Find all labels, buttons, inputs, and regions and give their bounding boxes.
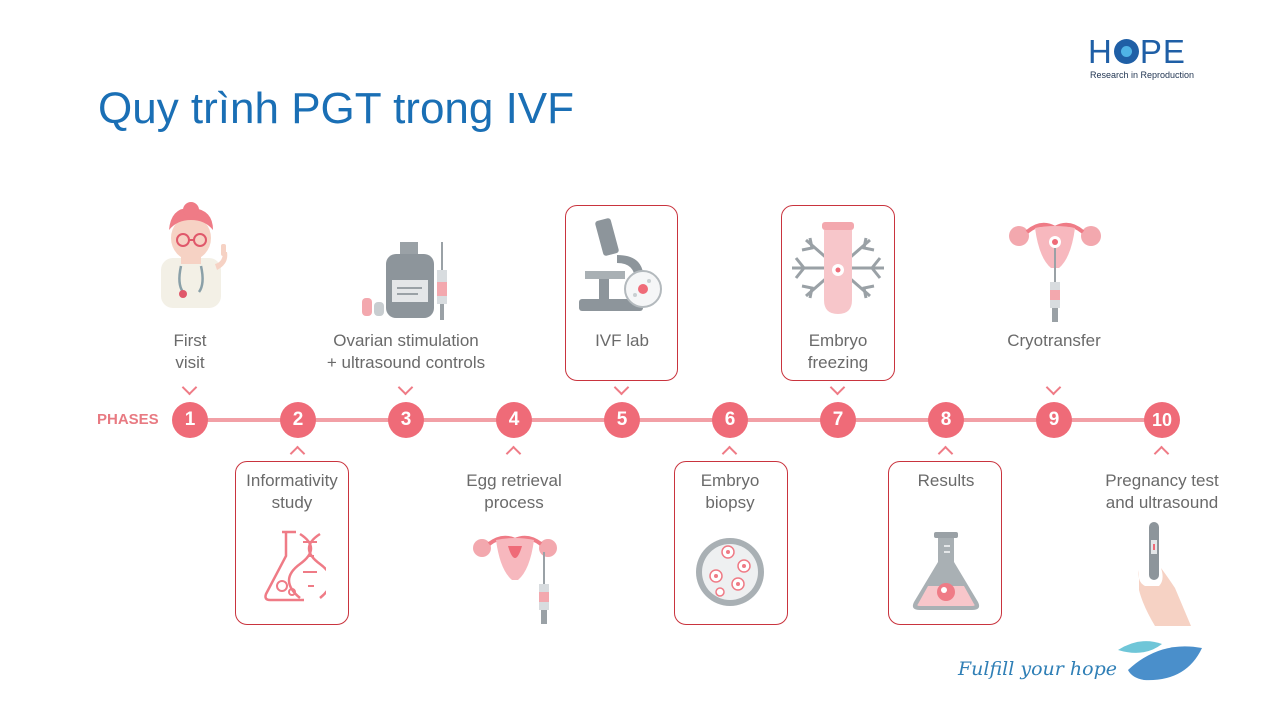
phases-label: PHASES — [97, 411, 159, 428]
snowflake-tube-icon — [792, 222, 884, 314]
phase-node-7: 7 — [820, 402, 856, 438]
uterus-syringe-icon — [473, 535, 557, 624]
microscope-icon — [579, 218, 662, 311]
phase-node-6: 6 — [712, 402, 748, 438]
uterus-catheter-icon — [1009, 222, 1101, 322]
tagline: Fulfill your hope — [958, 658, 1117, 680]
phase-box-5 — [565, 205, 678, 381]
phase-node-2: 2 — [280, 402, 316, 438]
phase-label-5: IVF lab — [595, 331, 649, 350]
phase-node-3: 3 — [388, 402, 424, 438]
caret-down-icon — [613, 379, 630, 396]
caret-up-icon — [289, 445, 306, 462]
leaf-logo-icon — [1118, 641, 1202, 681]
caret-up-icon — [937, 445, 954, 462]
phase-box-7 — [781, 205, 895, 381]
dna-flask-icon — [264, 530, 326, 602]
phase-box-6 — [674, 461, 788, 625]
page-title: Quy trình PGT trong IVF — [98, 84, 575, 133]
phase-node-8: 8 — [928, 402, 964, 438]
petri-dish-icon — [696, 538, 764, 606]
phase-node-5: 5 — [604, 402, 640, 438]
caret-up-icon — [1153, 445, 1170, 462]
phase-label-3: Ovarian stimulation+ ultrasound controls — [326, 331, 486, 372]
caret-down-icon — [829, 379, 846, 396]
timeline-line — [175, 418, 1165, 422]
phase-node-1: 1 — [172, 402, 208, 438]
phase-node-10: 10 — [1144, 402, 1180, 438]
logo-subtitle: Research in Reproduction — [1090, 70, 1195, 80]
phase-label-9: Cryotransfer — [1007, 331, 1101, 350]
phase-box-8 — [888, 461, 1002, 625]
phase-node-9: 9 — [1036, 402, 1072, 438]
caret-down-icon — [397, 379, 414, 396]
medication-syringe-icon — [362, 242, 447, 320]
caret-down-icon — [181, 379, 198, 396]
eye-icon — [1113, 39, 1139, 64]
phase-label-8: Results — [917, 471, 975, 490]
caret-down-icon — [1045, 379, 1062, 396]
caret-up-icon — [721, 445, 738, 462]
phase-box-2 — [235, 461, 349, 625]
flask-embryo-icon — [912, 532, 980, 610]
caret-up-icon — [505, 445, 522, 462]
phase-node-4: 4 — [496, 402, 532, 438]
doctor-icon — [161, 202, 228, 308]
pregnancy-test-icon — [1138, 522, 1191, 626]
